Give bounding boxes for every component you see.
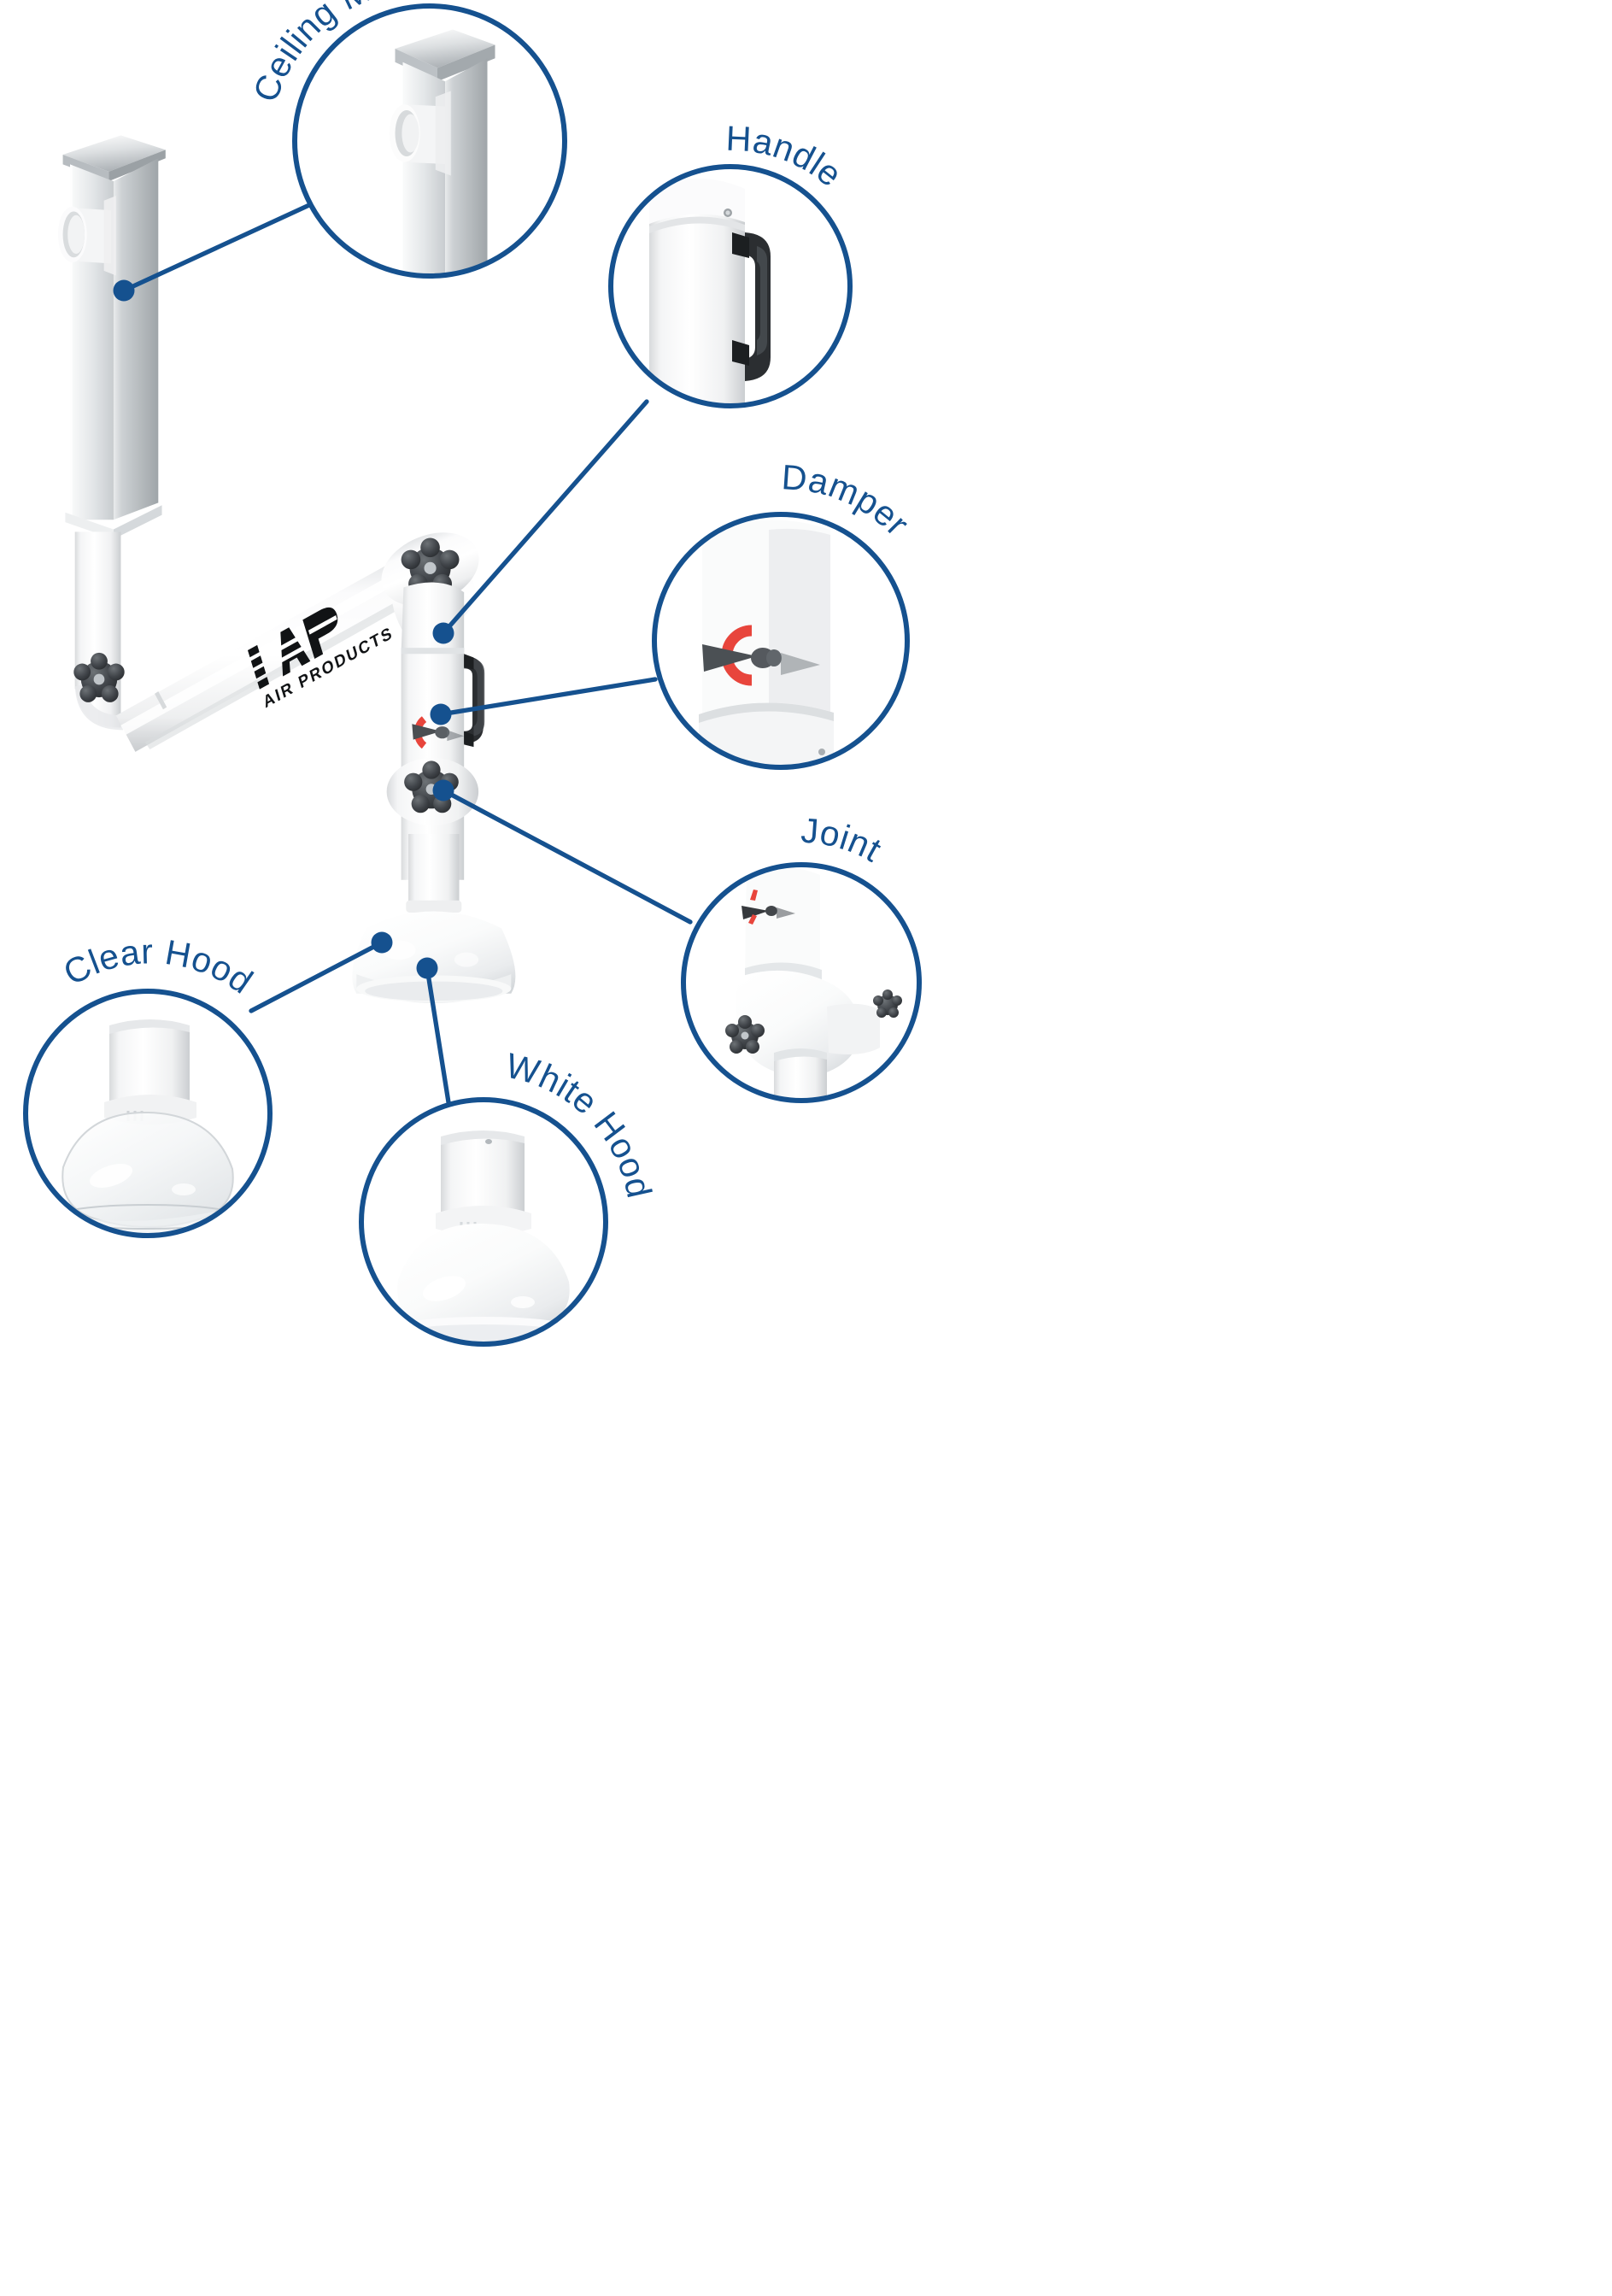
callout-art-damper xyxy=(654,514,907,767)
leader-damper xyxy=(438,677,658,717)
callout-label-white-hood: White Hood xyxy=(502,1046,659,1202)
main-elbow-knob-left xyxy=(73,652,125,702)
callout-label-joint: Joint xyxy=(800,811,888,870)
callout-circle-ceiling-mount[interactable] xyxy=(292,3,567,279)
leader-dots xyxy=(113,279,454,979)
callout-circle-clear-hood[interactable] xyxy=(23,989,273,1238)
leader-joint xyxy=(441,788,693,925)
leader-clear-hood xyxy=(249,940,384,1013)
callout-label-damper: Damper xyxy=(781,457,917,543)
callout-art-joint xyxy=(683,865,919,1101)
callout-art-handle xyxy=(611,167,850,406)
main-ceiling-mount-column xyxy=(57,135,166,539)
callout-circle-damper[interactable] xyxy=(652,512,910,770)
leader-handle xyxy=(441,399,649,636)
callout-circle-joint[interactable] xyxy=(681,862,922,1103)
callout-circle-white-hood[interactable] xyxy=(359,1097,608,1347)
callout-art-ceiling-mount xyxy=(295,6,565,276)
leader-white-hood xyxy=(425,966,451,1105)
callout-art-white-hood xyxy=(361,1100,606,1344)
main-handle xyxy=(464,654,485,748)
main-damper xyxy=(412,716,465,749)
callout-circle-handle[interactable] xyxy=(608,164,853,408)
leader-ceiling-mount xyxy=(121,203,312,293)
callout-label-ceiling-mount: Ceiling Mount xyxy=(245,0,444,107)
main-hood xyxy=(352,834,516,1004)
